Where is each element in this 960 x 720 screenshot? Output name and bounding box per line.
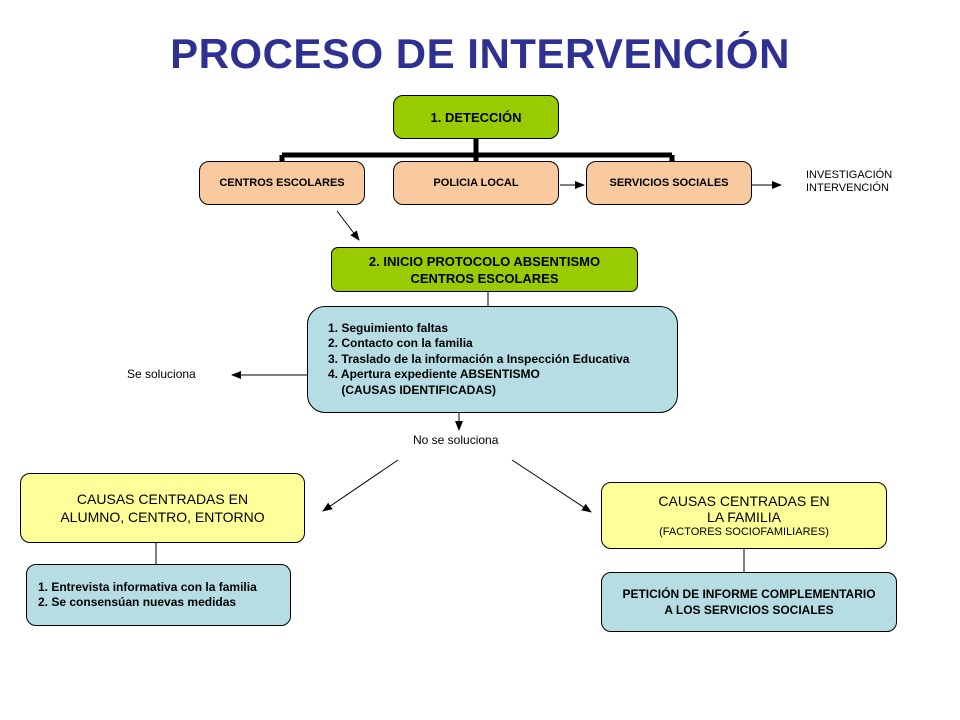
left-actions-list: 1. Entrevista informativa con la familia… [38,580,257,611]
source-label: POLICIA LOCAL [433,177,519,189]
page-title: PROCESO DE INTERVENCIÓN [170,30,790,77]
left-cause-line: CAUSAS CENTRADAS EN [76,491,249,507]
right-request-line: PETICIÓN DE INFORME COMPLEMENTARIO [622,587,876,601]
protocol-step: 1. Seguimiento faltas [328,320,449,335]
source-centros-escolares: CENTROS ESCOLARES [199,161,365,205]
protocol-step: 3. Traslado de la información a Inspecci… [328,351,630,366]
source-policia-local: POLICIA LOCAL [393,161,559,205]
protocol-step: 4. Apertura expediente ABSENTISMO [328,367,540,382]
protocol-title-line: CENTROS ESCOLARES [410,270,559,286]
arrow-to-left-branch [322,459,399,512]
services-outcome: INVESTIGACIÓN INTERVENCIÓN [806,169,892,195]
source-label: CENTROS ESCOLARES [219,177,345,189]
source-label: SERVICIOS SOCIALES [609,177,729,189]
right-cause-note: (FACTORES SOCIOFAMILIARES) [659,525,829,538]
right-request-box: PETICIÓN DE INFORME COMPLEMENTARIO A LOS… [601,572,897,632]
protocol-box: 2. INICIO PROTOCOLO ABSENTISMO CENTROS E… [331,247,638,292]
protocol-steps-list: 1. Seguimiento faltas 2. Contacto con la… [328,321,629,399]
protocol-title-line: 2. INICIO PROTOCOLO ABSENTISMO [368,253,601,269]
detection-label: 1. DETECCIÓN [430,109,522,125]
left-action: 1. Entrevista informativa con la familia [38,579,257,594]
outcome-intervencion: INTERVENCIÓN [806,182,889,194]
right-cause-line: LA FAMILIA [707,508,781,525]
arrow-to-right-branch [511,459,592,513]
arrow-centros-to-protocol [336,210,360,241]
detection-bracket [279,138,675,162]
resolved-label: Se soluciona [127,367,196,381]
protocol-step: (CAUSAS IDENTIFICADAS) [328,382,496,397]
protocol-steps-box: 1. Seguimiento faltas 2. Contacto con la… [307,306,678,413]
detection-box: 1. DETECCIÓN [393,95,559,139]
left-cause-line: ALUMNO, CENTRO, ENTORNO [60,509,265,525]
outcome-investigacion: INVESTIGACIÓN [806,169,893,181]
left-cause-box: CAUSAS CENTRADAS EN ALUMNO, CENTRO, ENTO… [20,473,305,543]
source-servicios-sociales: SERVICIOS SOCIALES [586,161,752,205]
right-cause-box: CAUSAS CENTRADAS EN LA FAMILIA (FACTORES… [601,482,887,549]
right-cause-line: CAUSAS CENTRADAS EN [658,492,830,509]
protocol-step: 2. Contacto con la familia [328,336,473,351]
unresolved-label: No se soluciona [413,433,499,447]
left-action: 2. Se consensúan nuevas medidas [38,595,237,609]
right-request-line: A LOS SERVICIOS SOCIALES [664,603,834,617]
left-actions-box: 1. Entrevista informativa con la familia… [26,564,291,626]
